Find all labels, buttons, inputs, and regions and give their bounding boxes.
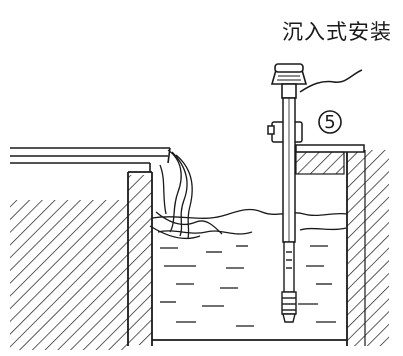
- tank-right-wall: [346, 150, 389, 346]
- mounting-slab: [295, 144, 365, 175]
- sensor-head-icon: [270, 63, 308, 99]
- sensor-probe-icon: [281, 241, 297, 323]
- water-surface: [151, 208, 348, 235]
- callout-marker: 5: [318, 110, 342, 134]
- tank-left-wall: [127, 171, 153, 346]
- mounting-rod: [282, 97, 296, 243]
- inflow-channel: [10, 147, 171, 172]
- diagram-title: 沉入式安装: [282, 20, 392, 44]
- water-lines: [160, 245, 336, 327]
- sensor-cable: [299, 69, 363, 93]
- callout-number: 5: [324, 112, 335, 133]
- water-stream: [149, 149, 223, 240]
- left-ground-hatch: [10, 175, 152, 350]
